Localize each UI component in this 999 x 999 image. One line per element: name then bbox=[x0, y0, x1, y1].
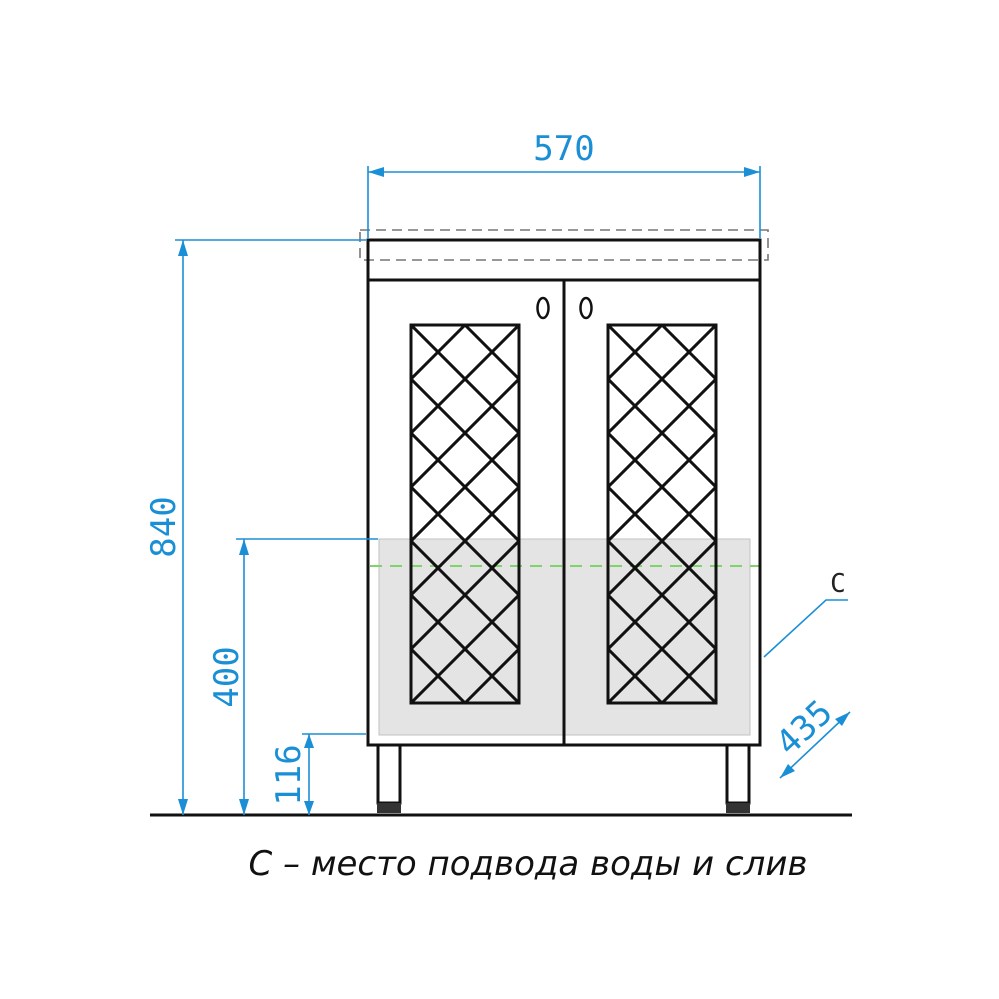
lattice-bar bbox=[951, 325, 999, 703]
lattice-bar bbox=[608, 592, 716, 703]
lattice-bar bbox=[608, 538, 716, 652]
lattice-bar bbox=[608, 376, 716, 490]
marker-label: С bbox=[830, 569, 846, 599]
depth-value: 435 bbox=[768, 692, 840, 763]
lattice-bar bbox=[951, 325, 999, 703]
lattice-bar bbox=[411, 376, 519, 490]
lattice-bar bbox=[608, 430, 716, 544]
lattice-bar bbox=[411, 376, 519, 490]
left-leg bbox=[376, 743, 402, 805]
lattice-bar bbox=[824, 325, 999, 703]
right-door-handle bbox=[579, 296, 593, 320]
leg-height-dimension bbox=[302, 733, 366, 815]
lattice-bar bbox=[843, 325, 999, 703]
lattice-bar bbox=[897, 325, 999, 703]
height-dimension bbox=[175, 239, 366, 815]
lattice-bar bbox=[608, 484, 716, 598]
width-dimension bbox=[367, 166, 761, 238]
width-value: 570 bbox=[533, 129, 594, 169]
lattice-bar bbox=[770, 325, 999, 703]
supply-height-value: 400 bbox=[207, 646, 247, 707]
lattice-bar bbox=[411, 538, 519, 652]
lattice-bar bbox=[0, 325, 141, 703]
lattice-bar bbox=[411, 325, 519, 436]
right-leg-foot bbox=[726, 803, 750, 813]
right-door-lattice bbox=[0, 325, 999, 703]
lattice-bar bbox=[411, 325, 519, 436]
lattice-bar bbox=[411, 592, 519, 703]
lattice-bar bbox=[411, 538, 519, 652]
lattice-bar bbox=[411, 430, 519, 544]
marker-leader bbox=[763, 599, 848, 658]
lattice-bar bbox=[986, 325, 999, 703]
left-leg-foot bbox=[377, 803, 401, 813]
supply-height-dimension bbox=[236, 538, 378, 815]
lattice-bar bbox=[0, 325, 230, 703]
lattice-bar bbox=[714, 325, 716, 328]
lattice-bar bbox=[608, 592, 716, 703]
lattice-bar bbox=[14, 325, 392, 703]
countertop-outline bbox=[359, 229, 769, 261]
caption: С – место подвода воды и слив bbox=[248, 844, 807, 884]
left-door-handle bbox=[536, 296, 550, 320]
lattice-bar bbox=[932, 325, 999, 703]
lattice-bar bbox=[608, 325, 716, 436]
right-leg bbox=[725, 743, 751, 805]
lattice-bar bbox=[932, 325, 999, 703]
lattice-bar bbox=[608, 325, 716, 436]
lattice-bar bbox=[411, 592, 519, 703]
lattice-bar bbox=[878, 325, 999, 703]
lattice-bar bbox=[411, 484, 519, 598]
height-value: 840 bbox=[144, 496, 184, 557]
lattice-bar bbox=[0, 325, 33, 703]
lattice-bar bbox=[986, 325, 999, 703]
lattice-bar bbox=[843, 325, 999, 703]
leg-height-value: 116 bbox=[269, 744, 309, 805]
lattice-bar bbox=[0, 325, 87, 703]
lattice-bar bbox=[770, 325, 999, 703]
lattice-bar bbox=[608, 538, 716, 652]
lattice-bar bbox=[608, 376, 716, 490]
depth-dimension bbox=[779, 711, 851, 779]
lattice-bar bbox=[878, 325, 999, 703]
left-door-lattice bbox=[0, 325, 999, 703]
lattice-bar bbox=[789, 325, 999, 703]
lattice-bar bbox=[0, 325, 122, 703]
lattice-bar bbox=[897, 325, 999, 703]
lattice-bar bbox=[789, 325, 999, 703]
lattice-bar bbox=[824, 325, 999, 703]
lattice-bar bbox=[714, 700, 716, 703]
